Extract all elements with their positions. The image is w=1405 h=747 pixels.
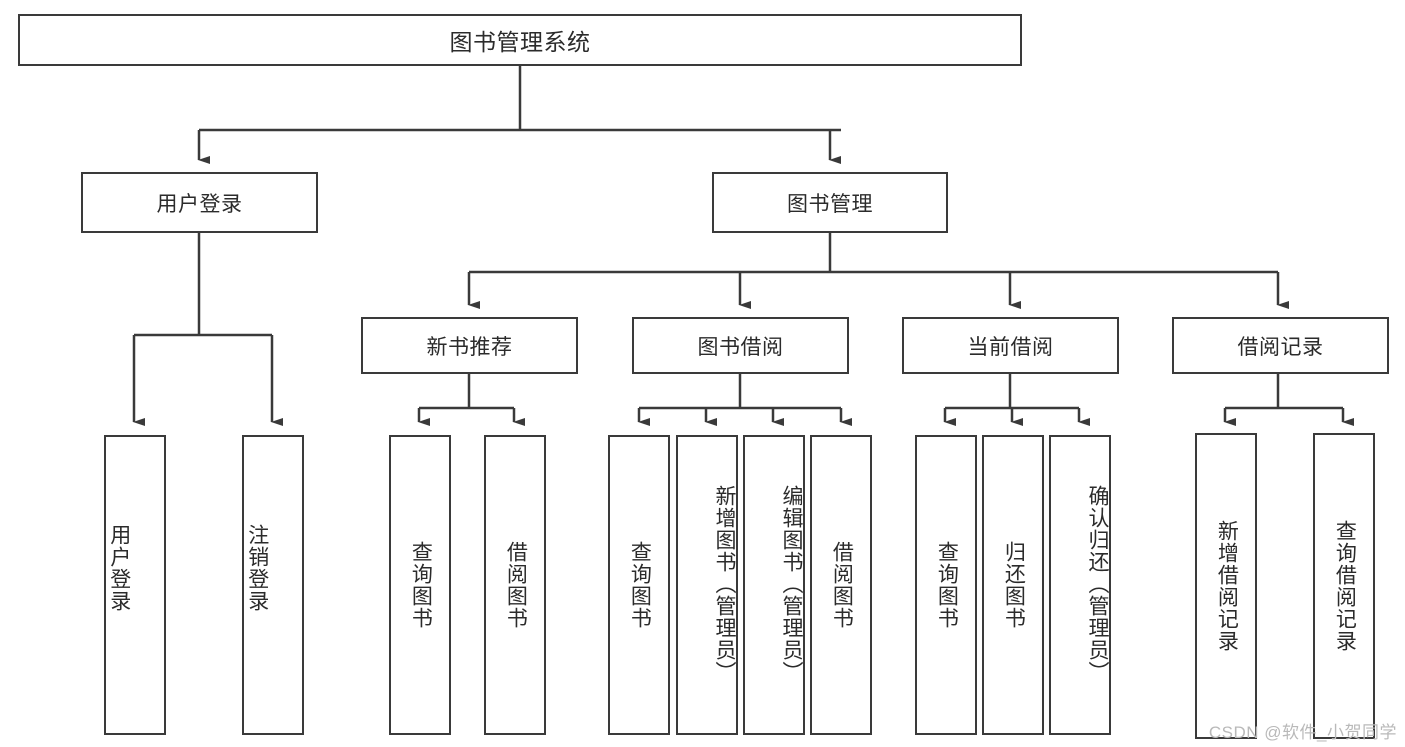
- node-current-borrow[interactable]: 当前借阅: [902, 317, 1119, 374]
- node-label: 确认归还（管理员）: [1086, 485, 1109, 683]
- node-label: 新增借阅记录: [1215, 520, 1239, 652]
- node-label: 图书管理: [787, 192, 873, 216]
- node-leaf-borrow-book-1[interactable]: 借阅图书: [484, 435, 546, 735]
- node-root-book-management-system[interactable]: 图书管理系统: [18, 14, 1022, 66]
- node-borrow-record[interactable]: 借阅记录: [1172, 317, 1389, 374]
- node-book-borrow[interactable]: 图书借阅: [632, 317, 849, 374]
- node-label: 注销登录: [245, 524, 269, 612]
- node-label: 查询图书: [935, 541, 959, 629]
- node-label: 查询图书: [409, 541, 433, 629]
- csdn-watermark: CSDN @软件_小贺同学: [1208, 723, 1397, 742]
- node-label: 借阅图书: [504, 541, 528, 629]
- node-leaf-query-book-3[interactable]: 查询图书: [915, 435, 977, 735]
- node-label: 查询图书: [628, 541, 652, 629]
- node-leaf-user-login[interactable]: 用户登录: [104, 435, 166, 735]
- node-label: 查询借阅记录: [1333, 520, 1357, 652]
- node-label: 图书借阅: [697, 335, 784, 359]
- node-label: 归还图书: [1002, 541, 1026, 629]
- node-leaf-query-book-2[interactable]: 查询图书: [608, 435, 670, 735]
- node-leaf-edit-book[interactable]: 编辑图书（管理员）: [743, 435, 805, 735]
- node-leaf-return-book[interactable]: 归还图书: [982, 435, 1044, 735]
- node-new-book-recommend[interactable]: 新书推荐: [361, 317, 578, 374]
- node-leaf-query-record[interactable]: 查询借阅记录: [1313, 433, 1375, 739]
- node-leaf-borrow-book-2[interactable]: 借阅图书: [810, 435, 872, 735]
- node-label: 新增图书（管理员）: [713, 485, 736, 683]
- node-label: 当前借阅: [967, 335, 1054, 359]
- node-label: 用户登录: [107, 524, 131, 612]
- node-label: 用户登录: [156, 192, 243, 216]
- node-label: 借阅图书: [830, 541, 854, 629]
- node-book-management[interactable]: 图书管理: [712, 172, 948, 233]
- node-user-login[interactable]: 用户登录: [81, 172, 318, 233]
- node-leaf-confirm-return[interactable]: 确认归还（管理员）: [1049, 435, 1111, 735]
- node-leaf-query-book-1[interactable]: 查询图书: [389, 435, 451, 735]
- node-label: 新书推荐: [426, 335, 513, 359]
- node-leaf-add-record[interactable]: 新增借阅记录: [1195, 433, 1257, 739]
- node-label: 借阅记录: [1237, 335, 1324, 359]
- node-leaf-add-book[interactable]: 新增图书（管理员）: [676, 435, 738, 735]
- node-label: 编辑图书（管理员）: [780, 485, 803, 683]
- node-leaf-user-logout[interactable]: 注销登录: [242, 435, 304, 735]
- node-label: 图书管理系统: [449, 29, 591, 55]
